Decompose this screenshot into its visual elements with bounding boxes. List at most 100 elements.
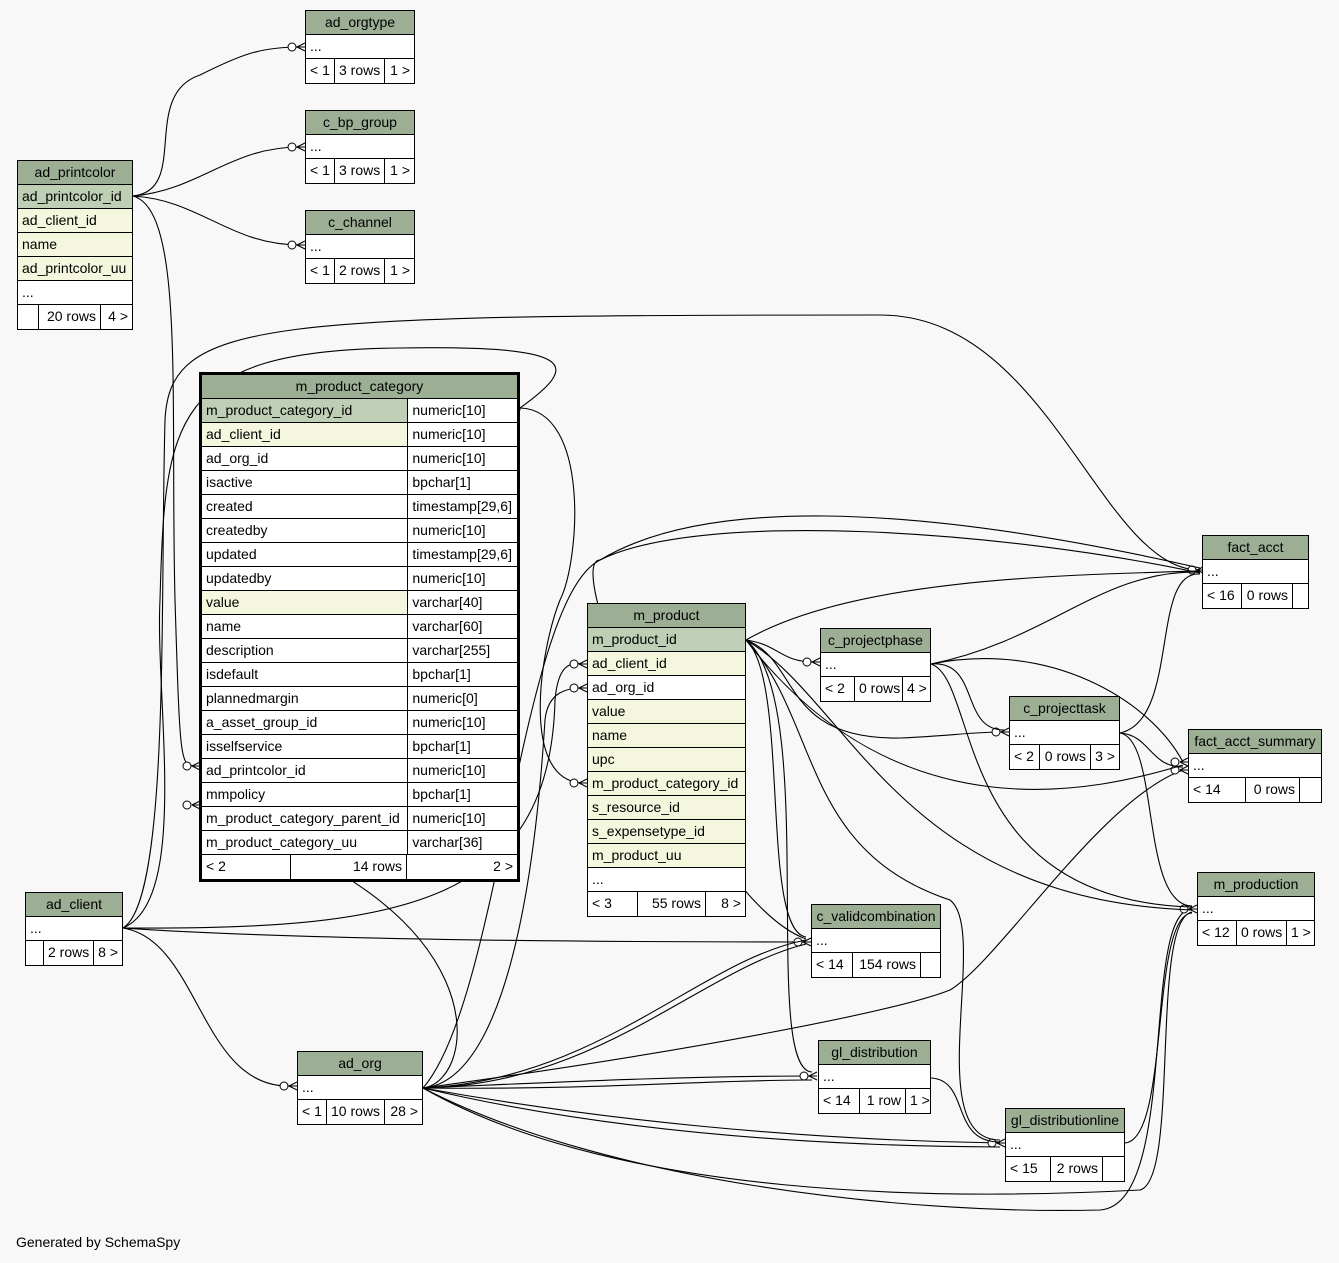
children-count[interactable]: [920, 953, 940, 977]
column-row[interactable]: ...: [1010, 721, 1119, 745]
column-row[interactable]: ...: [588, 868, 745, 892]
children-count[interactable]: 4 >: [902, 677, 930, 701]
column-row[interactable]: ...: [18, 281, 132, 305]
children-count[interactable]: [1299, 778, 1321, 802]
column-row[interactable]: ...: [26, 917, 122, 941]
children-count[interactable]: 1 >: [384, 159, 414, 183]
column-row[interactable]: m_product_category_id: [588, 772, 745, 796]
parents-count[interactable]: < 2: [825, 680, 845, 696]
column-row[interactable]: ad_printcolor_id: [18, 185, 132, 209]
children-count[interactable]: [1102, 1157, 1124, 1181]
parents-count[interactable]: < 14: [1193, 781, 1221, 797]
row-count: 2 rows: [1050, 1157, 1102, 1181]
column-row[interactable]: name: [588, 724, 745, 748]
parents-count[interactable]: < 14: [816, 956, 844, 972]
children-count[interactable]: 8 >: [93, 941, 122, 965]
column-row[interactable]: ...: [1203, 560, 1308, 584]
column-row[interactable]: ...: [298, 1076, 422, 1100]
column-row[interactable]: value: [588, 700, 745, 724]
column-row[interactable]: m_product_uu: [588, 844, 745, 868]
children-count[interactable]: 28 >: [384, 1100, 422, 1124]
parents-count[interactable]: < 2: [1014, 748, 1034, 764]
children-count[interactable]: [1292, 584, 1308, 608]
column-row[interactable]: ...: [306, 135, 414, 159]
parents-count[interactable]: < 3: [592, 895, 612, 911]
column-row[interactable]: ...: [1189, 754, 1321, 778]
parents-count[interactable]: [18, 305, 38, 329]
edge-product-production: [745, 639, 1193, 911]
children-count[interactable]: 1 >: [384, 59, 414, 83]
column-row[interactable]: s_expensetype_id: [588, 820, 745, 844]
column-row[interactable]: s_resource_id: [588, 796, 745, 820]
column-row[interactable]: name: [18, 233, 132, 257]
column-row[interactable]: m_product_id: [588, 628, 745, 652]
parents-count[interactable]: [26, 941, 43, 965]
parents-count[interactable]: < 12: [1202, 924, 1230, 940]
column-row[interactable]: upc: [588, 748, 745, 772]
parents-count[interactable]: < 1: [310, 262, 330, 278]
children-count[interactable]: 3 >: [1090, 745, 1119, 769]
column-row[interactable]: ...: [306, 35, 414, 59]
parents-count[interactable]: < 15: [1010, 1160, 1038, 1176]
column-name: ...: [302, 1079, 314, 1095]
children-count[interactable]: 1 >: [905, 1089, 930, 1113]
children-count[interactable]: 1 >: [384, 259, 414, 283]
column-row[interactable]: ...: [821, 653, 930, 677]
column-row[interactable]: ad_org_id: [588, 676, 745, 700]
children-count[interactable]: 2 >: [406, 855, 517, 879]
parents-count[interactable]: < 1: [310, 62, 330, 78]
edge-org-validcomb1: [422, 939, 807, 1089]
children-count[interactable]: 8 >: [705, 892, 745, 916]
column-row[interactable]: ...: [306, 235, 414, 259]
parents-count[interactable]: < 14: [823, 1092, 851, 1108]
parents-count[interactable]: < 1: [310, 162, 330, 178]
column-row[interactable]: ad_client_id: [588, 652, 745, 676]
children-count[interactable]: 1 >: [1286, 921, 1314, 945]
column-row[interactable]: ...: [1006, 1133, 1124, 1157]
column-row[interactable]: ad_client_id: [18, 209, 132, 233]
parents-count[interactable]: < 16: [1207, 587, 1235, 603]
column-row[interactable]: ...: [1198, 897, 1314, 921]
children-count[interactable]: 4 >: [100, 305, 132, 329]
parents-count[interactable]: < 1: [302, 1103, 322, 1119]
parents-count[interactable]: < 2: [206, 858, 226, 874]
column-row[interactable]: ad_printcolor_uu: [18, 257, 132, 281]
column-row[interactable]: ...: [819, 1065, 930, 1089]
column-row[interactable]: ...: [812, 929, 940, 953]
